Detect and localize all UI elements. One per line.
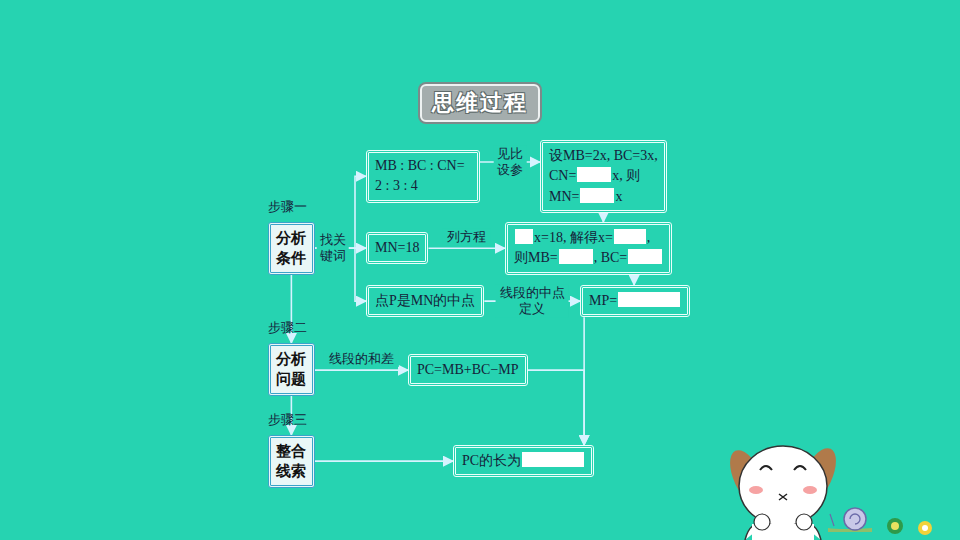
step-label: 步骤一	[268, 198, 307, 216]
node-text: 点P是MN的中点	[375, 291, 475, 311]
answer-box: PC的长为	[453, 445, 594, 477]
flow-arrow	[633, 275, 635, 285]
flow-arrow	[528, 370, 585, 445]
answer-blank	[522, 452, 584, 467]
flow-arrow	[583, 317, 585, 445]
edge-label: 列方程	[443, 229, 491, 245]
node-text: CN=	[549, 168, 576, 183]
answer-blank	[628, 249, 662, 264]
answer-blank	[515, 229, 533, 244]
edge-label: 线段的和差	[324, 351, 398, 367]
work-box: x=18, 解得x=, 则MB= , BC=	[505, 222, 672, 275]
answer-blank	[577, 167, 611, 182]
node-text: MN=	[549, 189, 579, 204]
edge-label: 线段的中点 定义	[496, 285, 569, 318]
answer-blank	[614, 229, 646, 244]
condition-box: MN=18	[366, 232, 428, 264]
node-text: x, 则	[612, 168, 640, 183]
edge-label: 找关 键词	[317, 232, 350, 265]
node-text: MB : BC : CN= 2 : 3 : 4	[375, 156, 471, 197]
node-text: , BC=	[594, 250, 628, 265]
formula-box: PC=MB+BC−MP	[408, 354, 528, 386]
flow-arrow	[428, 247, 505, 249]
node-text: x	[615, 189, 622, 204]
node-text: PC的长为	[462, 453, 521, 468]
node-text: ,	[647, 230, 651, 245]
node-text: MP=	[589, 293, 617, 308]
node-text: 则MB=	[514, 250, 558, 265]
step-box: 分析 问题	[268, 343, 315, 396]
condition-box: MB : BC : CN= 2 : 3 : 4	[366, 150, 480, 203]
answer-blank	[580, 188, 614, 203]
node-text: PC=MB+BC−MP	[417, 360, 519, 380]
answer-blank	[618, 292, 680, 307]
step-box: 整合 线索	[268, 435, 315, 488]
title-banner: 思维过程	[420, 84, 540, 122]
edge-label: 见比 设参	[494, 146, 527, 179]
node-text: 分析 问题	[276, 349, 307, 390]
node-text: 整合 线索	[276, 441, 307, 482]
step-label: 步骤三	[268, 411, 307, 429]
snail-decoration	[828, 508, 932, 535]
node-text: 设MB=2x, BC=3x,	[549, 148, 658, 163]
step-label: 步骤二	[268, 319, 307, 337]
result-box: MP=	[580, 285, 690, 317]
flow-arrow	[315, 369, 408, 371]
work-box: 设MB=2x, BC=3x, CN= x, 则 MN= x	[540, 140, 667, 213]
node-text: x=18, 解得x=	[534, 230, 613, 245]
step-box: 分析 条件	[268, 222, 315, 275]
flow-arrow	[315, 460, 453, 462]
flow-arrow	[603, 213, 605, 222]
condition-box: 点P是MN的中点	[366, 285, 484, 317]
node-text: MN=18	[375, 238, 419, 258]
puppy-illustration	[723, 443, 844, 540]
node-text: 分析 条件	[276, 228, 307, 269]
answer-blank	[559, 249, 593, 264]
